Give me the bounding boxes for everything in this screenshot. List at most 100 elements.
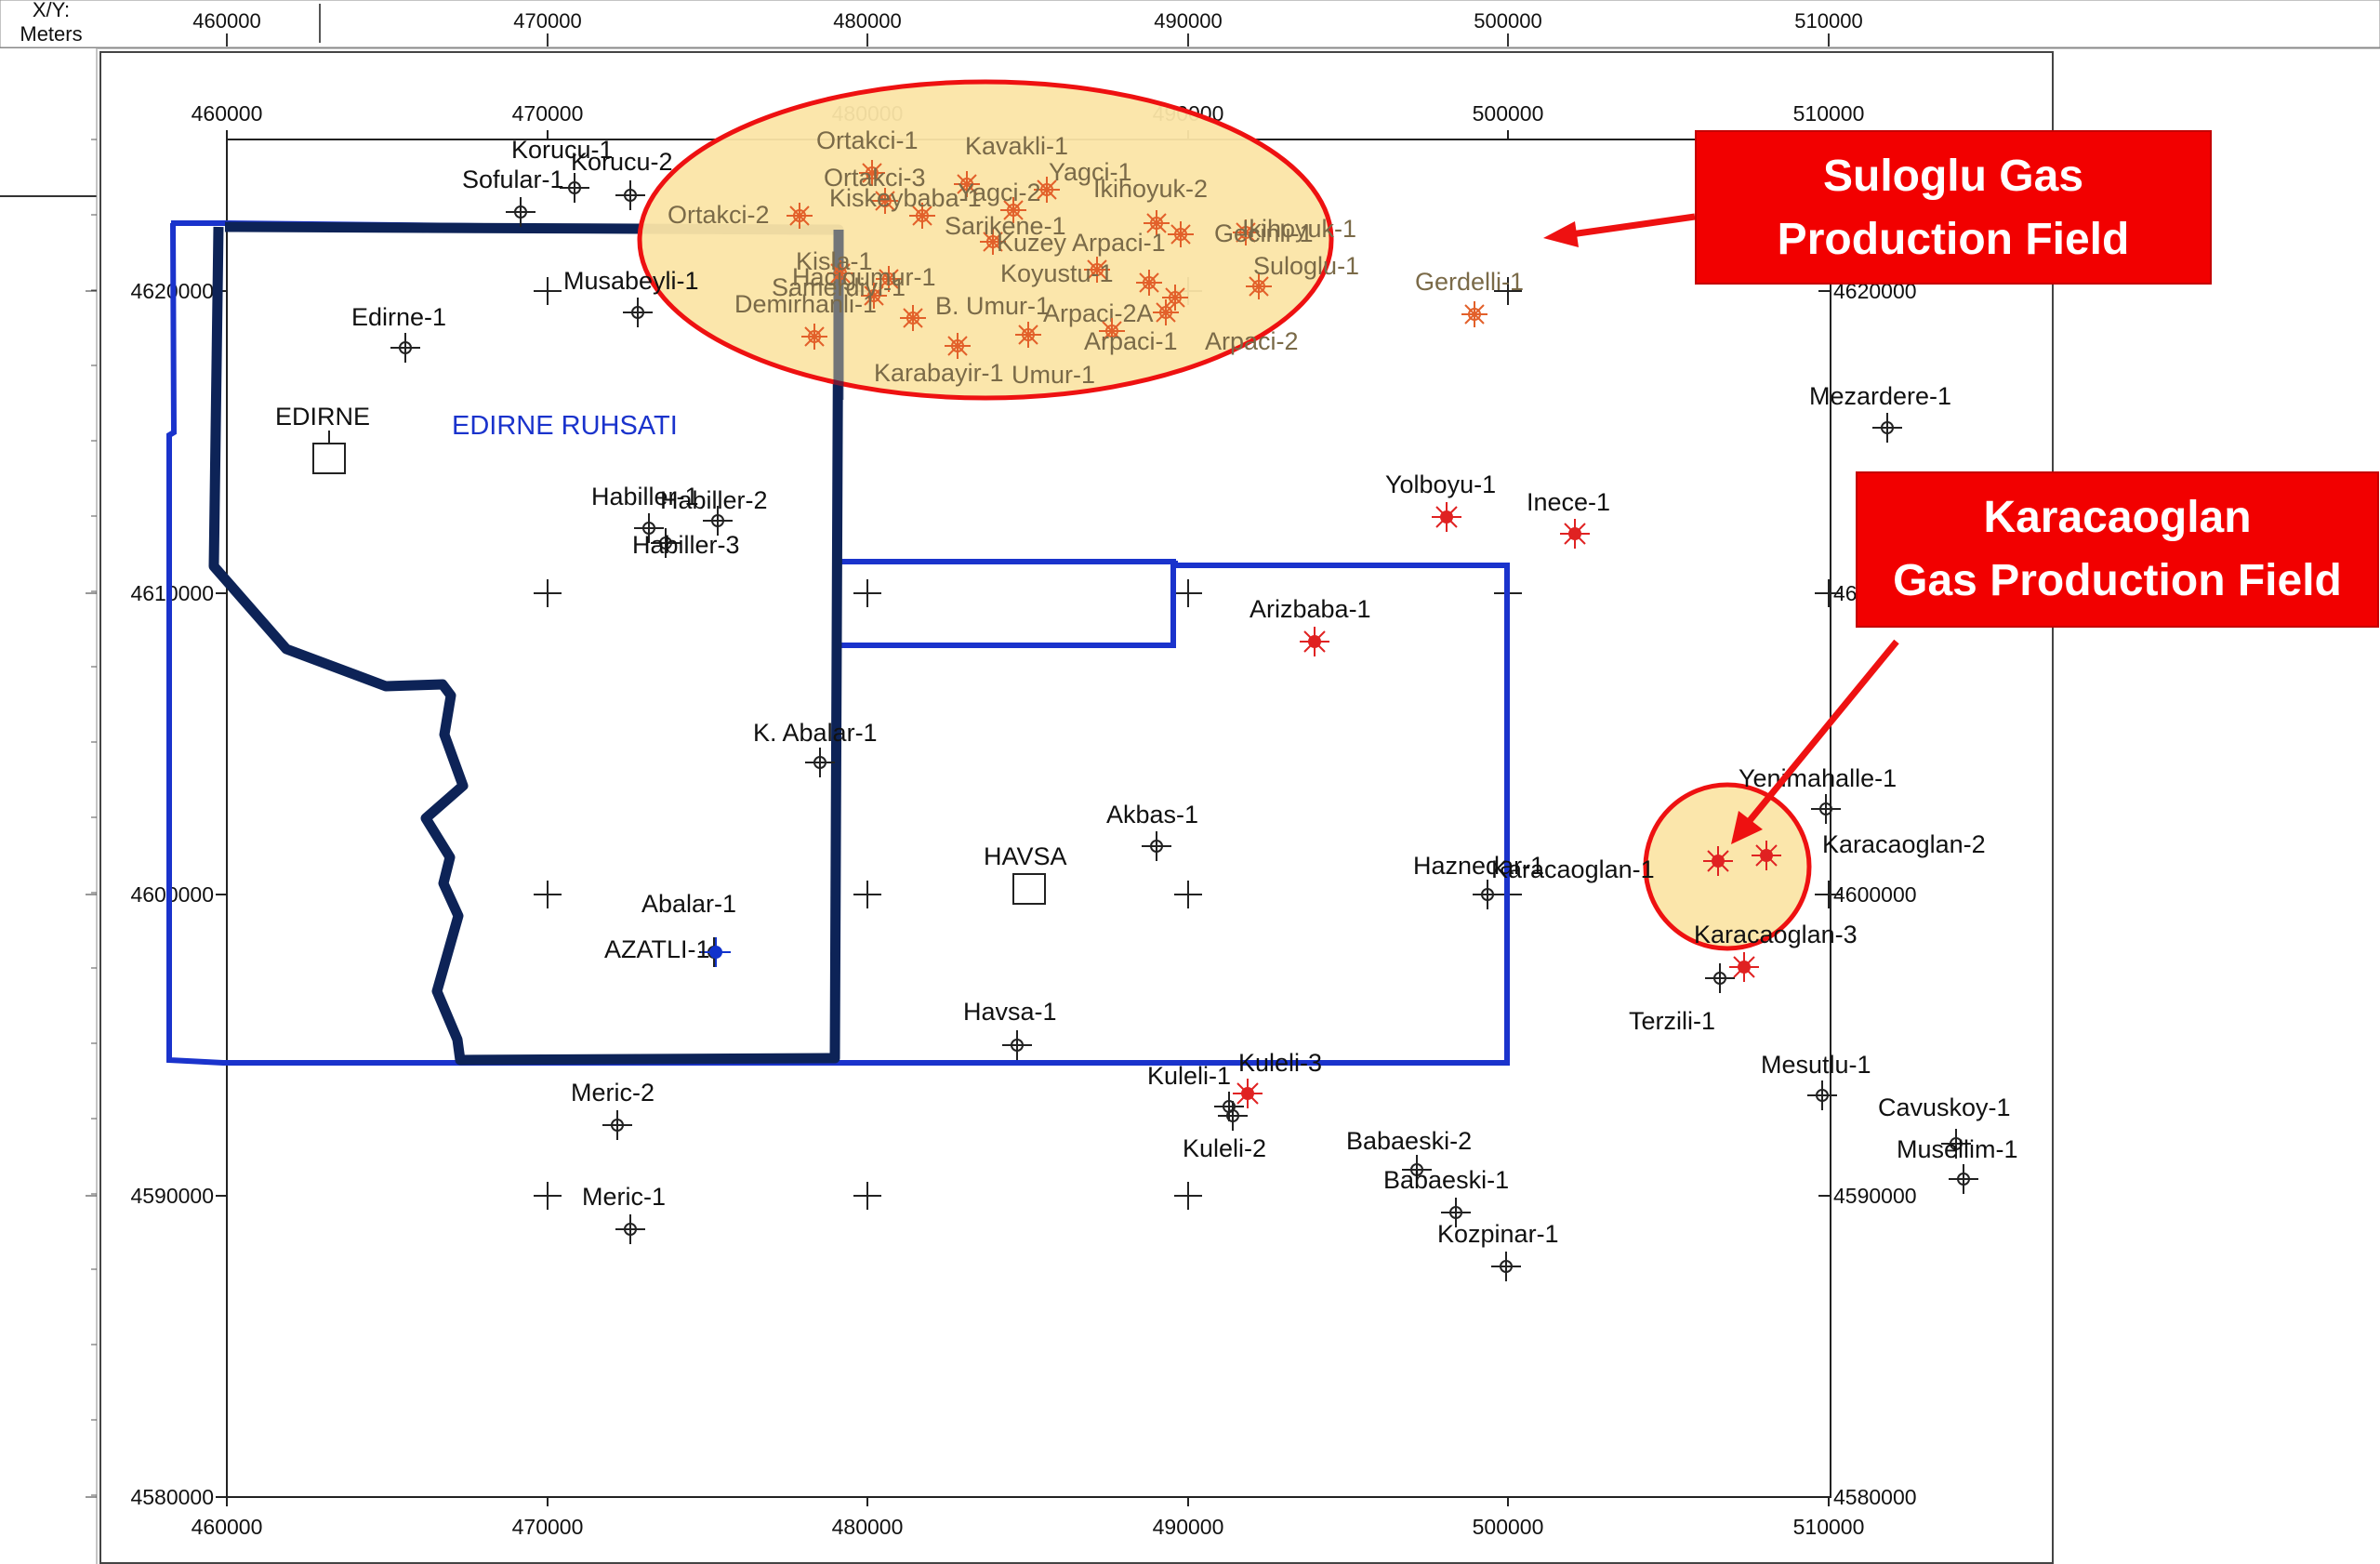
well-label: Ikihoyuk-1 [1242,215,1356,243]
well-symbol-azatli-1[interactable] [701,937,731,967]
well-symbol-cavuskoy-1[interactable] [1941,1129,1971,1159]
ruler-tick-label: 510000 [1794,9,1862,33]
well-symbol-inece-1[interactable] [1560,519,1590,549]
town-label-edirne: EDIRNE [275,403,370,431]
well-symbol-meric-2[interactable] [602,1110,632,1140]
well-label: Karacaoglan-2 [1822,830,1986,858]
well-symbol-k-abalar-1[interactable] [805,748,835,777]
field-well-kavakli-1[interactable] [954,171,980,197]
well-symbol-habiller-1[interactable] [634,513,664,543]
well-symbol-havsa-1[interactable] [1002,1030,1032,1060]
well-symbol-yolboyu-1[interactable] [1432,502,1461,532]
well-symbol-musellim-1[interactable] [1949,1164,1978,1194]
well-symbol-korucu-1[interactable] [560,173,589,203]
field-well-arpaci-1[interactable] [1099,318,1125,344]
y-tick-label-left: 4600000 [130,882,214,907]
well-label: Kisla-1 [796,247,873,275]
well-symbol-akbas-1[interactable] [1142,831,1171,861]
ruler-tick-label: 460000 [192,9,260,33]
field-well-demirhanli-1[interactable] [801,324,827,350]
field-well-ikihoyuk-2[interactable] [1144,210,1170,236]
x-tick-label-top: 470000 [512,101,584,126]
well-label: Musellim-1 [1897,1135,2018,1163]
well-label: Cavuskoy-1 [1878,1093,2011,1121]
field-well-karabayir-1[interactable] [945,333,971,359]
y-tick-label-right: 4600000 [1833,882,1917,907]
well-label: Meric-2 [571,1079,654,1107]
town-havsa[interactable]: HAVSA [984,842,1067,905]
field-well-sarikene-1[interactable] [980,229,1006,255]
field-well-ikihoyuk-1[interactable] [1233,219,1259,245]
well-label: Ikihoyuk-2 [1093,175,1208,203]
well-label: Karacaoglan-3 [1694,921,1858,948]
field-well-yagci-1[interactable] [1034,177,1060,203]
field-well-ortakci-1[interactable] [859,160,885,186]
well-label: Abalar-1 [641,890,736,918]
x-tick-label-bottom: 480000 [832,1515,904,1539]
study-area-outline[interactable] [208,221,844,1066]
well-label: Kuzey Arpaci-1 [997,229,1166,257]
field-well-kuzey-arpaci-1[interactable] [1084,257,1110,283]
field-well-umur-1[interactable] [1015,322,1041,348]
field-well-kiskeybaba-1[interactable] [909,203,935,229]
license-label-edirne-ruhsati: EDIRNE RUHSATI [452,411,678,441]
well-label: Kozpinar-1 [1437,1220,1559,1248]
well-symbol-habiller-3[interactable] [651,528,681,558]
well-label: Akbas-1 [1106,801,1198,828]
field-well-gerdelli-1[interactable] [1461,301,1488,327]
well-label: Arpaci-2 [1205,327,1299,355]
well-label: Havsa-1 [963,998,1057,1026]
field-well-koyustu-1[interactable] [1136,270,1162,296]
well-symbol-kozpinar-1[interactable] [1491,1252,1521,1281]
well-symbol-karacaoglan-3[interactable] [1729,952,1759,982]
ruler-tick-label: 470000 [513,9,581,33]
y-tick-label-right: 4590000 [1833,1184,1917,1208]
well-label: Korucu-2 [571,148,673,176]
well-label: AZATLI-1 [604,935,710,963]
well-symbol-korucu-2[interactable] [615,180,645,210]
well-label: Meric-1 [582,1183,666,1211]
field-well-suloglu-1[interactable] [1246,273,1272,299]
field-well-b-umur-1[interactable] [900,305,926,331]
x-tick-label-bottom: 490000 [1153,1515,1224,1539]
well-symbol-sofular-1[interactable] [506,197,536,227]
well-symbol-mezardere-1[interactable] [1872,413,1902,443]
well-label: K. Abalar-1 [753,719,878,747]
well-symbol-kuleli-3[interactable] [1233,1079,1263,1108]
field-well-ortakci-2[interactable] [787,203,813,229]
well-symbol-haznedar-1[interactable] [1473,880,1502,909]
well-label: Yagci-1 [1049,158,1132,186]
well-symbol-mesutlu-1[interactable] [1807,1080,1837,1110]
well-label: Kavakli-1 [965,132,1068,160]
well-symbol-babaeski-1[interactable] [1441,1198,1471,1227]
well-symbol-yenimahalle-1[interactable] [1811,794,1841,824]
well-symbol-karacaoglan-1[interactable] [1703,846,1733,876]
field-well-arpaci-2[interactable] [1162,285,1188,311]
well-symbol-karacaoglan-2[interactable] [1752,841,1781,870]
field-well-kisla-1[interactable] [827,260,853,286]
field-wells-layer: Ortakci-1Ortakci-3Ortakci-2Kavakli-1Yagc… [668,126,1524,389]
well-symbol-terzili-1[interactable] [1705,963,1735,993]
callout-karacaoglan-field: Karacaoglan Gas Production Field [1856,471,2379,628]
well-symbol-arizbaba-1[interactable] [1300,627,1329,656]
well-symbol-musabeyli-1[interactable] [623,298,653,327]
well-label: Sofular-1 [462,166,564,193]
field-karacaoglan-circle[interactable] [1643,782,1812,951]
field-well-ortakci-3[interactable] [872,188,898,214]
well-symbol-kuleli-2[interactable] [1218,1101,1248,1131]
well-symbol-habiller-2[interactable] [703,506,733,536]
well-label: Gecinli-1 [1214,219,1314,247]
well-symbol-meric-1[interactable] [615,1214,645,1244]
ruler-tick-label: 480000 [833,9,901,33]
well-label: Karabayir-1 [874,359,1004,387]
well-symbol-edirne-1[interactable] [390,333,420,363]
field-well-yagci-2[interactable] [1000,197,1026,223]
well-label: Kuleli-1 [1147,1062,1231,1090]
field-well-gecinli-1[interactable] [1168,221,1194,247]
field-well-samerdivi-1[interactable] [861,283,887,309]
well-label: Koyustu-1 [1000,259,1114,287]
town-edirne[interactable]: EDIRNE [275,403,370,474]
field-well-hacigumur-1[interactable] [876,266,902,292]
well-symbol-babaeski-2[interactable] [1402,1155,1432,1185]
